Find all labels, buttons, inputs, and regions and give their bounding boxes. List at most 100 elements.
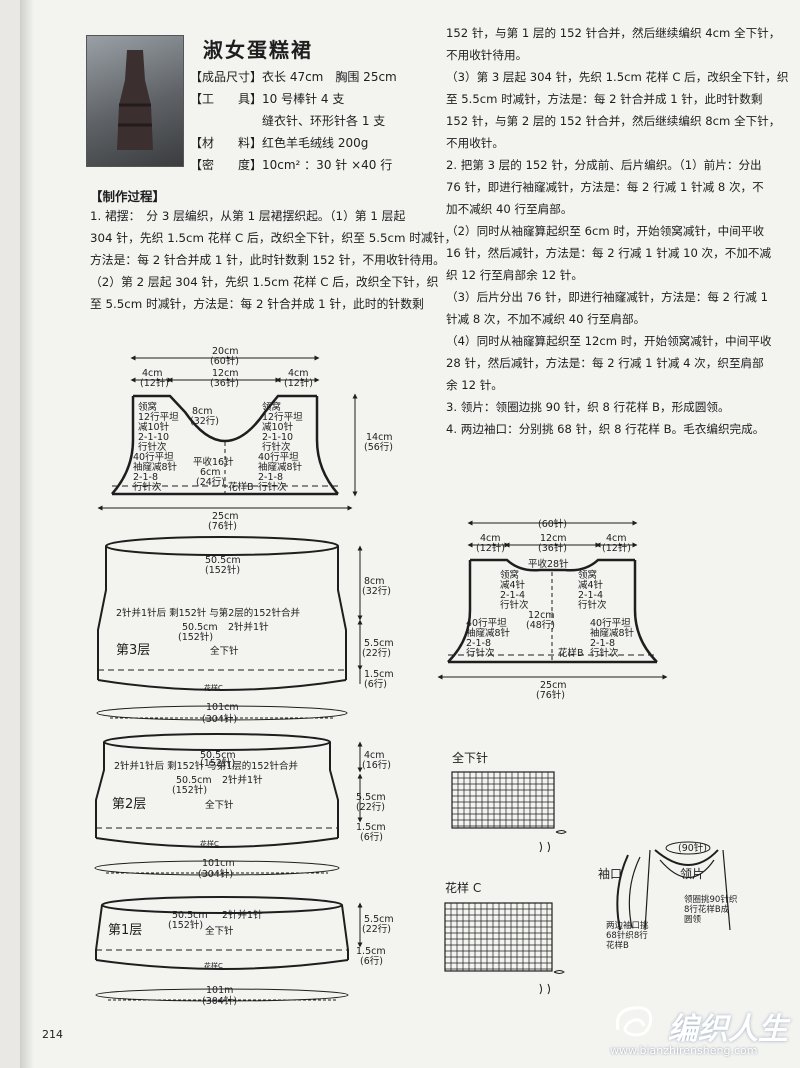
left-instructions: 1. 裙摆： 分 3 层编织，从第 1 层裙摆织起。（1）第 1 层起 304 … bbox=[90, 205, 456, 315]
chart-label: 全下针 bbox=[452, 750, 488, 765]
spec-key: 【密 度】 bbox=[190, 158, 263, 172]
dress-image bbox=[117, 50, 153, 150]
stockinette-chart-grid bbox=[451, 771, 555, 829]
dim-label: 25cm bbox=[540, 680, 567, 691]
process-heading: 【制作过程】 bbox=[90, 189, 166, 204]
stitch-label: (12针) bbox=[284, 377, 313, 389]
dim-label: 5.5cm bbox=[364, 914, 394, 925]
note: 行针次 bbox=[262, 441, 291, 453]
dim-label: 4cm bbox=[142, 368, 163, 379]
spec-row-density: 【密 度】10cm² ：30 针 ×40 行 bbox=[190, 156, 392, 173]
spec-value: 衣长 47cm 胸围 25cm bbox=[262, 70, 397, 84]
text-line: 28 针，然后减针，方法是：每 2 行减 1 针减 4 次，织至肩部 bbox=[446, 356, 764, 370]
dim-label: 4cm bbox=[480, 533, 501, 544]
pattern-label: 花样B bbox=[558, 647, 584, 659]
note: 行针次 bbox=[500, 599, 529, 611]
dim-label: 4cm bbox=[364, 750, 385, 761]
note: 40行平坦 bbox=[258, 451, 299, 463]
stitch-label: (304针) bbox=[202, 995, 237, 1007]
text-line: （2）同时从袖窿算起织至 6cm 时，开始领窝减针，中间平收 bbox=[446, 224, 765, 238]
dim-label: 101cm bbox=[202, 858, 235, 869]
stitch-label: (76针) bbox=[536, 689, 565, 701]
text-line: 余 12 针。 bbox=[446, 378, 503, 392]
note: 减10针 bbox=[262, 421, 294, 433]
note: 圆领 bbox=[684, 914, 702, 925]
stitch-label: (60针) bbox=[538, 518, 567, 530]
dim-label: 1.5cm bbox=[356, 822, 386, 833]
stitch-type: 全下针 bbox=[205, 799, 234, 811]
stitch-label: (60针) bbox=[210, 355, 239, 367]
stitch-label: (22行) bbox=[362, 647, 391, 659]
layer-name: 第2层 bbox=[112, 797, 146, 812]
note: 减4针 bbox=[578, 579, 604, 591]
text-line: 3. 领片：领圈边挑 90 针，织 8 行花样 B，形成圆领。 bbox=[446, 400, 730, 414]
pattern-c-chart-grid bbox=[444, 902, 553, 972]
layer2-diagram bbox=[94, 733, 363, 876]
collar-label: 领片 bbox=[680, 867, 704, 881]
note: 袖窿减8针 bbox=[258, 461, 303, 473]
layer-name: 第3层 bbox=[116, 643, 150, 658]
stitch-label: (304针) bbox=[198, 868, 233, 880]
dim-label: 50.5cm bbox=[200, 750, 236, 761]
stitch-label: (22行) bbox=[356, 801, 385, 813]
back-piece-diagram bbox=[437, 520, 668, 680]
hem-label: 花样C bbox=[204, 961, 223, 970]
dim-label: 1.5cm bbox=[356, 946, 386, 957]
dim-label: 101m bbox=[206, 985, 233, 996]
stitch-label: (12针) bbox=[476, 542, 505, 554]
dim-label: 25cm bbox=[212, 511, 239, 522]
spec-key: 【材 料】 bbox=[190, 136, 263, 150]
note: 68针织8行 bbox=[606, 930, 648, 941]
note: 2-1-8 bbox=[590, 638, 615, 649]
text-line: 2. 把第 3 层的 152 针，分成前、后片编织。（1）前片：分出 bbox=[446, 158, 762, 172]
dim-label: 12cm bbox=[212, 368, 239, 379]
cuff-label: 袖口 bbox=[598, 866, 622, 881]
note: 2针并1针 bbox=[222, 909, 263, 921]
note: 平收16针 bbox=[193, 456, 234, 468]
note: 40行平坦 bbox=[466, 617, 507, 629]
stitch-type: 全下针 bbox=[210, 645, 239, 657]
dim-label: 4cm bbox=[606, 533, 627, 544]
note: 2-1-4 bbox=[500, 590, 525, 601]
note: 40行平坦 bbox=[133, 451, 174, 463]
text-line: 76 针，即进行袖窿减针，方法是：每 2 行减 1 针减 8 次，不 bbox=[446, 180, 764, 194]
stitch-label: (90针) bbox=[678, 842, 707, 854]
note: 2针并1针后 剩152针 与第1层的152针合并 bbox=[114, 760, 298, 772]
front-piece-diagram bbox=[97, 355, 358, 511]
spec-value: 10cm² ：30 针 ×40 行 bbox=[262, 158, 393, 172]
hem-label: 花样C bbox=[204, 683, 223, 692]
layer1-diagram bbox=[95, 896, 363, 1002]
text-line: 4. 两边袖口：分别挑 68 针，织 8 行花样 B。毛衣编织完成。 bbox=[446, 422, 765, 436]
spec-value: 红色羊毛绒线 200g bbox=[262, 136, 369, 150]
pattern-label: 花样B bbox=[228, 481, 254, 493]
note: 领窝 bbox=[500, 569, 519, 581]
note: 行针次 bbox=[466, 647, 495, 659]
note: 领窝 bbox=[262, 401, 281, 413]
note: 袖窿减8针 bbox=[466, 627, 511, 639]
dim-label: 5.5cm bbox=[364, 638, 394, 649]
note: 2针并1针 bbox=[228, 621, 269, 633]
row-arrow-icon bbox=[539, 830, 567, 995]
dim-label: 8cm bbox=[192, 406, 213, 417]
dim-label: 6cm bbox=[200, 467, 221, 478]
dim-label: 12cm bbox=[528, 610, 555, 621]
stitch-label: (48行) bbox=[526, 619, 555, 631]
watermark-url: www.bianzhirensheng.com bbox=[610, 1044, 758, 1057]
page-number: 214 bbox=[42, 1028, 63, 1041]
note: 领窝 bbox=[138, 401, 157, 413]
note: 2-1-8 bbox=[466, 638, 491, 649]
chart-label: 花样 C bbox=[445, 880, 481, 895]
stitch-label: (6行) bbox=[364, 678, 387, 690]
text-line: 152 针，与第 2 层的 152 针合并，然后继续编织 8cm 全下针， bbox=[446, 114, 781, 128]
stitch-label: (304针) bbox=[202, 713, 237, 725]
stitch-label: (6行) bbox=[360, 831, 383, 843]
note: 2-1-4 bbox=[578, 590, 603, 601]
text-line: （3）第 3 层起 304 针，先织 1.5cm 花样 C 后，改织全下针，织 bbox=[446, 70, 789, 84]
note: 行针次 bbox=[258, 481, 287, 493]
note: 两边袖口挑 bbox=[606, 920, 649, 931]
note: 12行平坦 bbox=[262, 411, 303, 423]
stitch-label: (32行) bbox=[362, 585, 391, 597]
right-instructions: 152 针，与第 1 层的 152 针合并，然后继续编织 4cm 全下针， 不用… bbox=[446, 22, 788, 440]
spec-row-tools-2: 缝衣针、环形针各 1 支 bbox=[190, 112, 385, 129]
